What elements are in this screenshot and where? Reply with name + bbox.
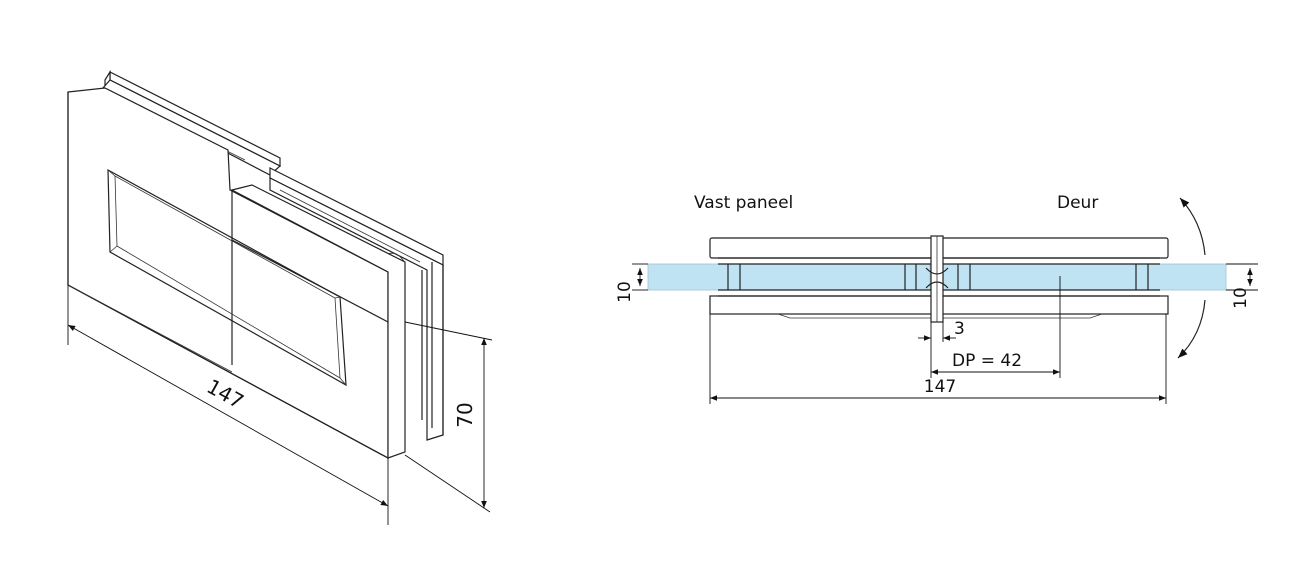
- gap-label: 3: [954, 319, 965, 339]
- dim-width: [709, 314, 1167, 404]
- glass-thickness-left: 10: [615, 281, 635, 303]
- top-plate-right: [941, 237, 1169, 259]
- iso-back-plates: [102, 69, 444, 441]
- dim-glass-left: [632, 263, 648, 291]
- iso-width-label: 147: [203, 374, 248, 414]
- isometric-view: 147 70: [67, 69, 493, 525]
- swing-arrow-down-icon: [1177, 299, 1206, 359]
- label-fixed-panel: Vast paneel: [694, 193, 793, 213]
- swing-arrow-up-icon: [1179, 197, 1206, 256]
- glass-door: [937, 263, 1227, 291]
- hinge-pivot: [925, 235, 949, 323]
- glass-fixed-panel: [647, 263, 931, 291]
- top-plate-left: [709, 237, 933, 259]
- dim-gap: [918, 322, 956, 342]
- dim-glass-right: [1226, 263, 1258, 291]
- iso-dimension-width: [67, 285, 389, 525]
- dim-pivot: [930, 276, 1061, 378]
- section-width-label: 147: [924, 377, 956, 397]
- section-view: Vast paneel Deur: [615, 193, 1258, 404]
- iso-dimension-height: [404, 321, 493, 513]
- iso-height-label: 70: [453, 402, 477, 427]
- glass-thickness-right: 10: [1231, 287, 1251, 309]
- pivot-distance-label: DP = 42: [952, 351, 1022, 371]
- label-door: Deur: [1057, 193, 1098, 213]
